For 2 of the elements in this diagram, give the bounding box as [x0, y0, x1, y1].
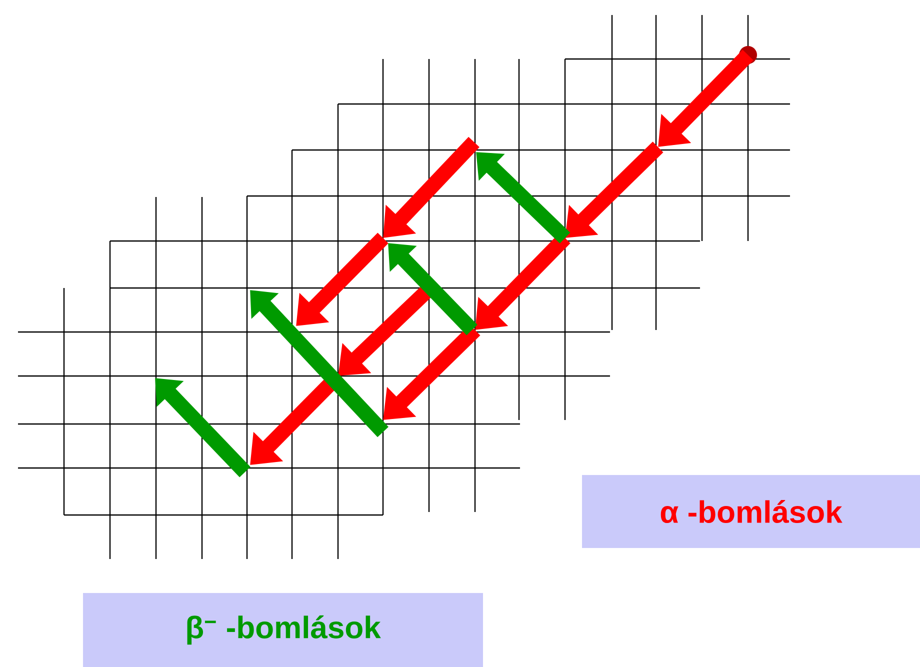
label-box: β$^{−}$ -bomlások: [83, 593, 483, 667]
label-box: α -bomlások: [582, 475, 920, 548]
